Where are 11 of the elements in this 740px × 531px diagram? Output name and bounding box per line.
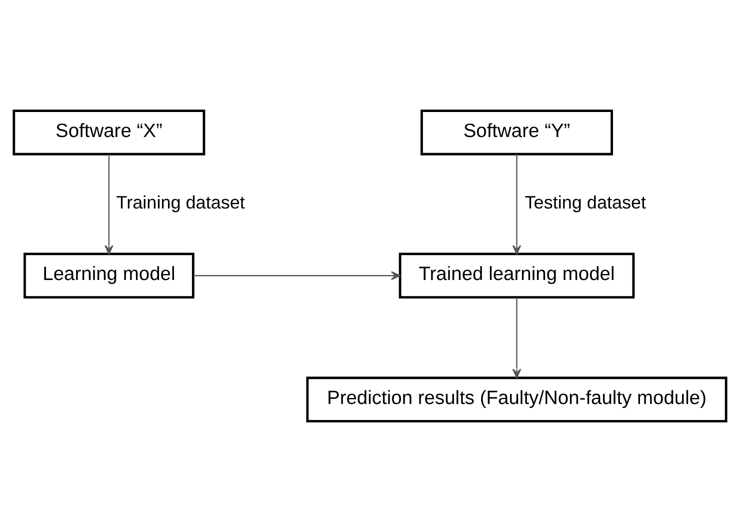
node-box: Software “Y” xyxy=(420,109,613,155)
node-box: Trained learning model xyxy=(398,252,635,298)
arrow xyxy=(104,154,114,254)
node-box: Software “X” xyxy=(12,109,206,155)
arrow xyxy=(512,154,522,254)
node-box: Prediction results (Faulty/Non-faulty module) xyxy=(306,376,728,422)
node-box: Learning model xyxy=(24,252,194,298)
edge-label: Training dataset xyxy=(116,192,245,212)
arrow xyxy=(193,270,401,280)
arrow xyxy=(512,296,522,378)
edge-label: Testing dataset xyxy=(524,192,646,212)
